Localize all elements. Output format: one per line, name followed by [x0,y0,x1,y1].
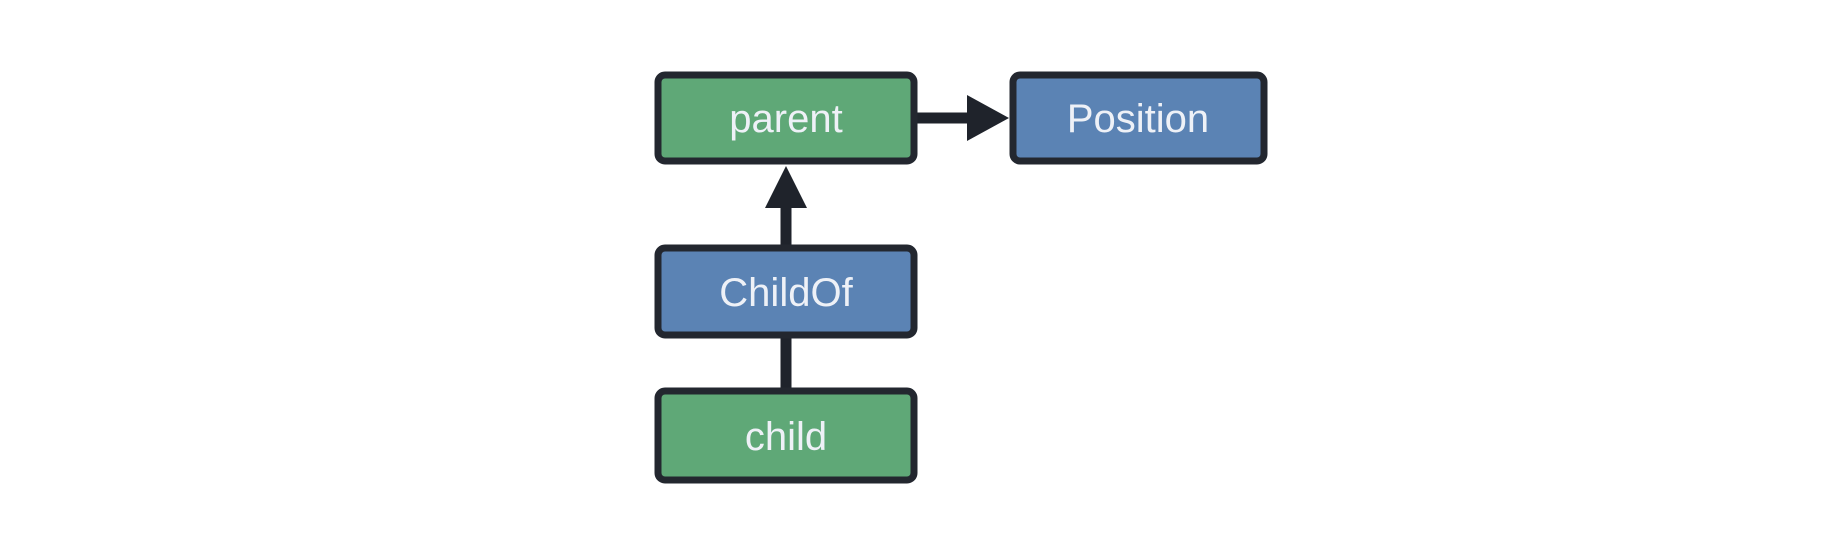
node-parent-label: parent [729,97,842,141]
edge-childof-parent-arrowhead-icon [765,166,807,208]
edge-parent-position-arrowhead-icon [967,95,1009,141]
node-parent: parent [654,71,918,165]
node-position-label: Position [1067,97,1209,141]
node-child: child [654,387,918,484]
node-position-box [1009,71,1268,165]
node-child-label: child [745,415,827,459]
node-childof: ChildOf [654,244,918,339]
node-childof-box [654,244,918,339]
node-position: Position [1009,71,1268,165]
edge-parent-position [916,95,1009,141]
node-parent-box [654,71,918,165]
edge-childof-parent [765,166,807,246]
node-child-box [654,387,918,484]
node-childof-label: ChildOf [719,271,853,315]
